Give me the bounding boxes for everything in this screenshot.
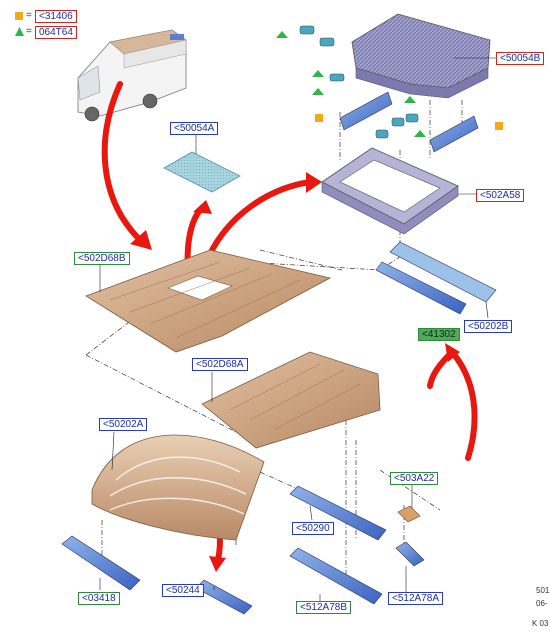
panel-502D68A xyxy=(201,351,381,449)
callout-50054B[interactable]: <50054B xyxy=(496,52,545,65)
callout-512A78B[interactable]: <512A78B xyxy=(296,601,351,614)
corner-text-2: 06- xyxy=(536,599,548,608)
arrow-panel-to-frame xyxy=(202,179,313,268)
roof-frame xyxy=(321,147,459,235)
callout-50290[interactable]: <50290 xyxy=(292,522,334,535)
green-triangle-icon xyxy=(15,27,24,36)
callout-502D68A[interactable]: <502D68A xyxy=(192,358,248,371)
callout-50054A[interactable]: <50054A xyxy=(170,122,219,135)
legend-equals-2: = xyxy=(26,26,32,37)
hardware-parts xyxy=(276,25,503,153)
callout-50202B[interactable]: <50202B xyxy=(464,320,513,333)
arrow-heads xyxy=(130,172,460,572)
arrow-van-to-panel xyxy=(101,81,143,243)
callout-41302[interactable]: <41302 xyxy=(418,328,460,341)
callout-502D68B[interactable]: <502D68B xyxy=(74,252,130,265)
corner-text-1: 501 xyxy=(536,586,550,595)
callout-503A22[interactable]: <503A22 xyxy=(390,472,439,485)
callout-512A78A[interactable]: <512A78A xyxy=(388,592,443,605)
arrow-to-41302 xyxy=(449,349,478,461)
orange-square-icon xyxy=(15,12,23,20)
glass-panel xyxy=(163,151,241,193)
callout-502A58[interactable]: <502A58 xyxy=(476,189,525,202)
corner-text-3: K 03 xyxy=(532,619,549,628)
callout-50244[interactable]: <50244 xyxy=(162,584,204,597)
van-illustration xyxy=(77,29,187,122)
legend-code-31406[interactable]: <31406 xyxy=(35,10,77,23)
blue-bars xyxy=(61,241,497,615)
roof-hatch-panel xyxy=(351,13,491,99)
leader-lines xyxy=(99,57,496,604)
legend-code-064T64[interactable]: 064T64 xyxy=(35,26,77,39)
panel-502D68B xyxy=(85,249,332,353)
roof-50202A xyxy=(91,434,265,541)
callout-03418[interactable]: <03418 xyxy=(78,592,120,605)
callout-50202A[interactable]: <50202A xyxy=(99,418,148,431)
legend-equals-1: = xyxy=(26,10,32,21)
